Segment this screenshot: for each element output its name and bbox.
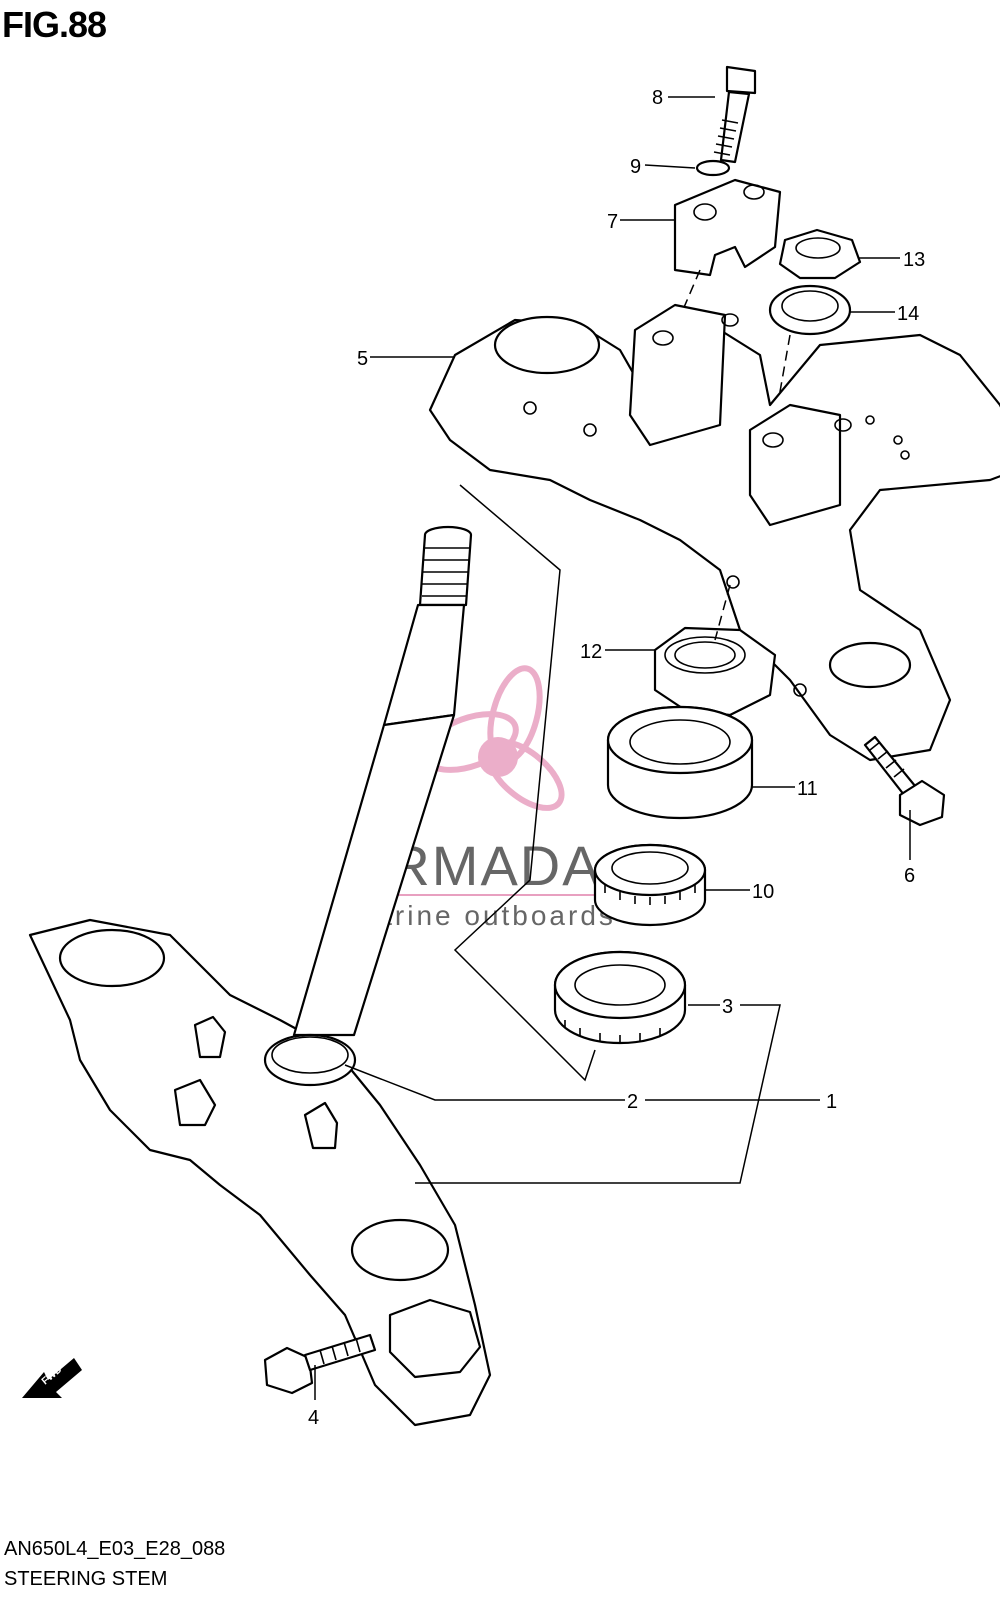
callout-11: 11 [797, 778, 818, 800]
part-7-handlebar-clamp [673, 178, 782, 277]
part-8-bolt [713, 65, 757, 164]
part-14-washer [768, 284, 852, 336]
part-10-upper-bearing [593, 843, 707, 927]
leader-lines [314, 96, 911, 1400]
diagram-caption: STEERING STEM [4, 1568, 168, 1590]
callout-6: 6 [904, 865, 915, 887]
callout-5: 5 [357, 348, 368, 370]
callout-7: 7 [607, 211, 618, 233]
callout-3: 3 [722, 996, 733, 1018]
part-6-bolt [863, 735, 946, 827]
part-5-upper-bracket [428, 303, 1000, 762]
callout-4: 4 [308, 1407, 319, 1429]
part-1-steering-stem [28, 525, 492, 1427]
part-4-bolt [263, 1333, 377, 1395]
assembly-dash-7 [669, 269, 701, 341]
callout-12: 12 [580, 641, 602, 663]
part-12-ring-nut [653, 626, 777, 717]
diagram-code: AN650L4_E03_E28_088 [4, 1538, 226, 1560]
callout-8: 8 [652, 87, 663, 109]
callout-14: 14 [897, 303, 919, 325]
part-11-dust-seal [606, 705, 754, 820]
callout-1: 1 [826, 1091, 837, 1113]
callout-9: 9 [630, 156, 641, 178]
callout-numbers: 1 2 3 4 5 6 7 8 9 10 11 12 13 14 [308, 87, 925, 1429]
part-3-lower-bearing [553, 950, 687, 1045]
callout-13: 13 [903, 249, 925, 271]
part-13-stem-nut [778, 228, 862, 280]
assembly-outline [453, 484, 596, 1082]
callout-10: 10 [752, 881, 774, 903]
part-9-washer [695, 159, 731, 177]
fwd-arrow-icon: FWD [22, 1358, 82, 1398]
figure-title: FIG.88 [2, 4, 107, 45]
callout-2: 2 [627, 1091, 638, 1113]
assembly-dash-12 [714, 584, 731, 641]
